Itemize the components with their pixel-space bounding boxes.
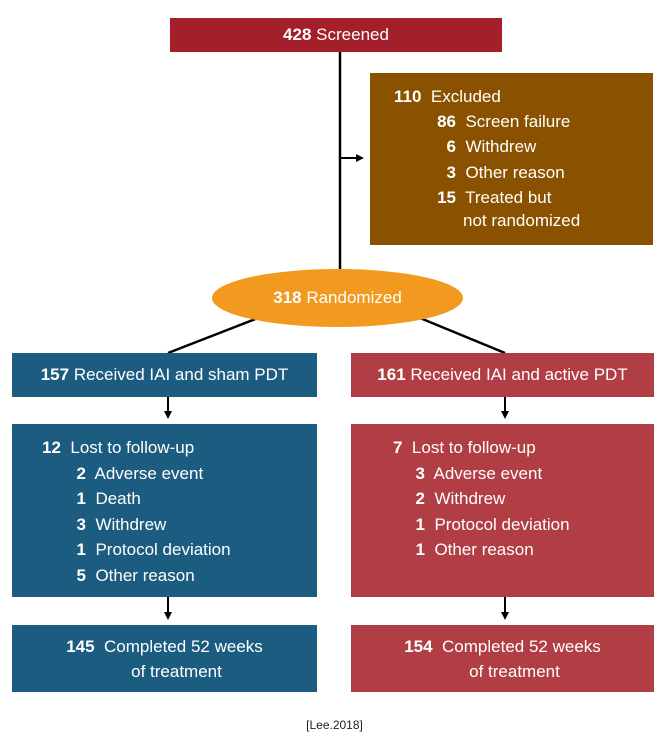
right-arm-completed-box: 154 Completed 52 weeks of treatment xyxy=(351,625,654,692)
left-lost-label: Lost to follow-up xyxy=(70,438,195,457)
excluded-box: 110 Excluded 86 Screen failure 6 Withdre… xyxy=(370,73,653,245)
left-lost-reason: 5 Other reason xyxy=(70,563,195,589)
left-arm-lost-box: 12 Lost to follow-up 2 Adverse event 1 D… xyxy=(12,424,317,597)
left-received-label: Received IAI and sham PDT xyxy=(73,365,289,384)
left-lost-reason-label: Adverse event xyxy=(94,464,204,483)
randomized-label: Randomized xyxy=(306,288,402,307)
excluded-reason-label: Withdrew xyxy=(465,137,537,156)
right-lost-reason-count: 3 xyxy=(415,464,425,483)
randomized-to-left-line xyxy=(167,316,259,355)
excluded-reason-count: 3 xyxy=(446,163,456,182)
right-lost-reason-count: 2 xyxy=(415,489,425,508)
right-lost-reason-label: Withdrew xyxy=(434,489,506,508)
right-completed-label: Completed 52 weeks xyxy=(442,637,601,656)
excluded-label: Excluded xyxy=(430,87,501,106)
right-received-count: 161 xyxy=(377,365,406,384)
left-lost-header: 12 Lost to follow-up xyxy=(42,435,194,461)
right-completed-line2: of treatment xyxy=(469,662,560,681)
left-lost-reason: 3 Withdrew xyxy=(70,512,167,538)
excluded-reason: 3 Other reason xyxy=(430,160,565,186)
excluded-reason-label-cont: not randomized xyxy=(463,211,581,230)
right-lost-reason: 1 Other reason xyxy=(409,537,534,563)
right-lost-count: 7 xyxy=(393,438,403,457)
screened-count: 428 xyxy=(283,25,312,44)
screened-label: Screened xyxy=(316,25,389,44)
excluded-count: 110 xyxy=(394,87,422,106)
left-lost-reason-count: 3 xyxy=(76,515,86,534)
right-lost-reason: 1 Protocol deviation xyxy=(409,512,570,538)
right-lost-reason: 3 Adverse event xyxy=(409,461,543,487)
excluded-reason-label: Other reason xyxy=(465,163,565,182)
excluded-reason-count: 86 xyxy=(437,112,456,131)
left-lost-reason: 1 Protocol deviation xyxy=(70,537,231,563)
right-lost-reason-label: Other reason xyxy=(434,540,534,559)
left-lost-reason-label: Other reason xyxy=(95,566,195,585)
right-lost-reason-count: 1 xyxy=(415,515,425,534)
right-lost-reason-label: Adverse event xyxy=(433,464,543,483)
right-arm-received-box: 161 Received IAI and active PDT xyxy=(351,353,654,397)
left-lost-reason-count: 1 xyxy=(76,489,86,508)
left-lost-count: 12 xyxy=(42,438,61,457)
right-arm-lost-box: 7 Lost to follow-up 3 Adverse event 2 Wi… xyxy=(351,424,654,597)
right-completed-count: 154 xyxy=(404,637,433,656)
left-completed-label: Completed 52 weeks xyxy=(104,637,263,656)
excluded-reason-count: 15 xyxy=(437,188,456,207)
excluded-reason-count: 6 xyxy=(446,137,456,156)
excluded-reason-label: Screen failure xyxy=(465,112,571,131)
excluded-reason: 15 Treated but xyxy=(430,185,551,211)
left-arm-completed-box: 145 Completed 52 weeks of treatment xyxy=(12,625,317,692)
excluded-reason: 6 Withdrew xyxy=(430,134,537,160)
excluded-header: 110 Excluded xyxy=(394,84,501,110)
left-completed-line1: 145 Completed 52 weeks xyxy=(12,634,317,659)
right-lost-label: Lost to follow-up xyxy=(411,438,536,457)
left-lost-reason: 1 Death xyxy=(70,486,141,512)
right-lost-header: 7 Lost to follow-up xyxy=(393,435,536,461)
left-completed-line2: of treatment xyxy=(131,662,222,681)
left-lost-reason-label: Death xyxy=(95,489,141,508)
right-lost-reason-label: Protocol deviation xyxy=(434,515,570,534)
left-lost-reason-count: 2 xyxy=(76,464,86,483)
citation: [Lee.2018] xyxy=(306,718,363,732)
right-completed-line1: 154 Completed 52 weeks xyxy=(351,634,654,659)
left-completed-count: 145 xyxy=(66,637,95,656)
excluded-reason: 86 Screen failure xyxy=(430,109,570,135)
left-received-count: 157 xyxy=(40,365,70,384)
left-lost-reason-count: 5 xyxy=(76,566,86,585)
left-lost-reason-count: 1 xyxy=(76,540,86,559)
left-arm-received-box: 157 Received IAI and sham PDT xyxy=(12,353,317,397)
right-received-label: Received IAI and active PDT xyxy=(410,365,628,384)
left-lost-reason: 2 Adverse event xyxy=(70,461,204,487)
right-lost-reason: 2 Withdrew xyxy=(409,486,506,512)
randomized-count: 318 xyxy=(273,288,302,307)
screened-box: 428 Screened xyxy=(170,18,502,52)
right-lost-reason-count: 1 xyxy=(415,540,425,559)
excluded-reason-label: Treated but xyxy=(465,188,552,207)
left-lost-reason-label: Withdrew xyxy=(95,515,167,534)
randomized-ellipse: 318 Randomized xyxy=(212,269,463,327)
left-lost-reason-label: Protocol deviation xyxy=(95,540,231,559)
randomized-to-right-line xyxy=(419,316,506,355)
